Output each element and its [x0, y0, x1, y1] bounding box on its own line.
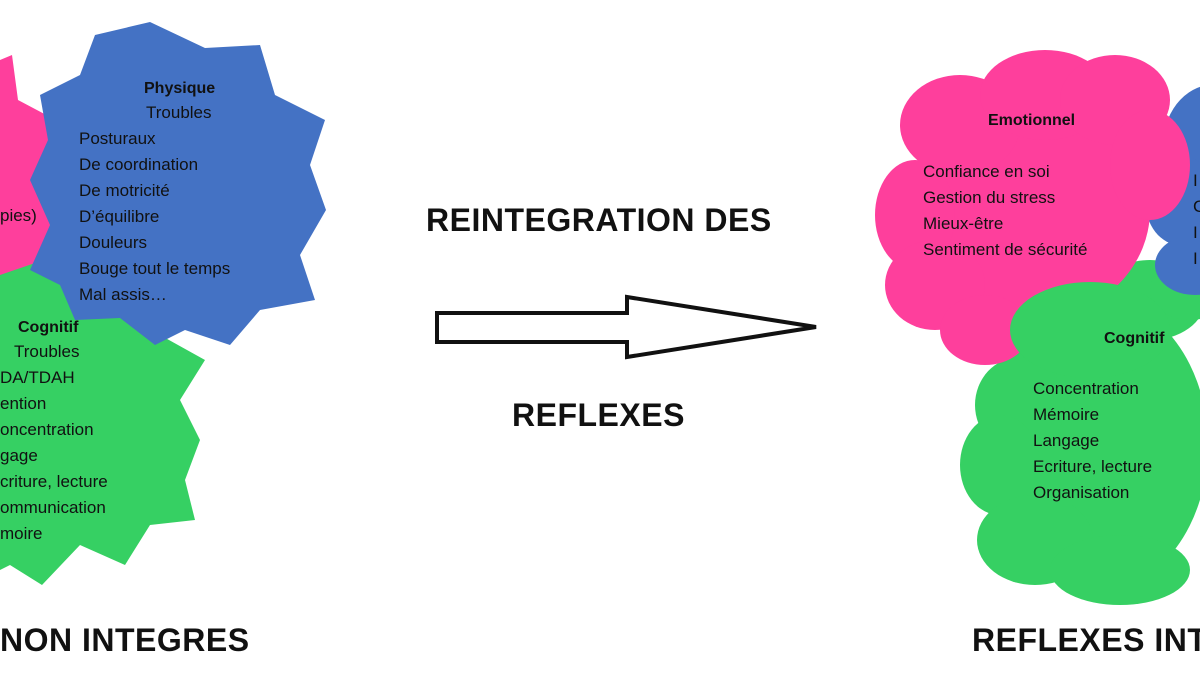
- arrow-shape: [435, 294, 817, 360]
- left-physique-item: Mal assis…: [79, 285, 167, 304]
- right-caption: REFLEXES INT: [972, 622, 1200, 658]
- left-cognitif-item: ommunication: [0, 498, 106, 517]
- left-cognitif-item: moire: [0, 524, 43, 543]
- left-physique-item: D’équilibre: [79, 207, 160, 226]
- right-physique-fragment: I: [1193, 171, 1198, 190]
- left-physique-item: Douleurs: [79, 233, 148, 252]
- left-physique-heading: Physique: [144, 80, 216, 97]
- right-physique-fragment: I: [1193, 249, 1198, 268]
- left-physique-item: Bouge tout le temps: [79, 259, 231, 278]
- left-physique-sub: Troubles: [146, 103, 212, 122]
- left-cognitif-heading: Cognitif: [18, 319, 79, 336]
- right-cognitif-item: Ecriture, lecture: [1033, 457, 1153, 476]
- left-cognitif-item: DA/TDAH: [0, 368, 75, 387]
- right-physique-fragment: I: [1193, 223, 1198, 242]
- left-cognitif-sub: Troubles: [14, 342, 80, 361]
- left-physique-item: Posturaux: [79, 129, 156, 148]
- left-cognitif-item: gage: [0, 446, 38, 465]
- left-emotionnel-fragment: pies): [0, 206, 37, 225]
- left-cognitif-item: criture, lecture: [0, 472, 108, 491]
- left-physique-shape: [30, 22, 326, 345]
- left-physique-item: De motricité: [79, 181, 170, 200]
- right-cognitif-item: Mémoire: [1033, 405, 1100, 424]
- right-cognitif-item: Concentration: [1033, 379, 1139, 398]
- left-caption: NON INTEGRES: [0, 622, 250, 658]
- right-emotionnel-item: Mieux-être: [923, 214, 1004, 233]
- left-cognitif-item: ention: [0, 394, 47, 413]
- right-physique-fragment: C: [1193, 197, 1200, 216]
- center-title-line2: REFLEXES: [512, 397, 685, 433]
- right-emotionnel-item: Confiance en soi: [923, 162, 1050, 181]
- right-cognitif-overlap: [1010, 282, 1170, 378]
- right-cognitif-heading: Cognitif: [1104, 330, 1165, 347]
- right-emotionnel-item: Sentiment de sécurité: [923, 240, 1088, 259]
- right-cognitif-item: Organisation: [1033, 483, 1130, 502]
- right-emotionnel-shape: [875, 50, 1190, 365]
- right-emotionnel-item: Gestion du stress: [923, 188, 1056, 207]
- left-cognitif-item: oncentration: [0, 420, 94, 439]
- right-cognitif-item: Langage: [1033, 431, 1100, 450]
- center-title-line1: REINTEGRATION DES: [426, 202, 772, 238]
- right-emotionnel-heading: Emotionnel: [988, 112, 1076, 129]
- left-physique-item: De coordination: [79, 155, 199, 174]
